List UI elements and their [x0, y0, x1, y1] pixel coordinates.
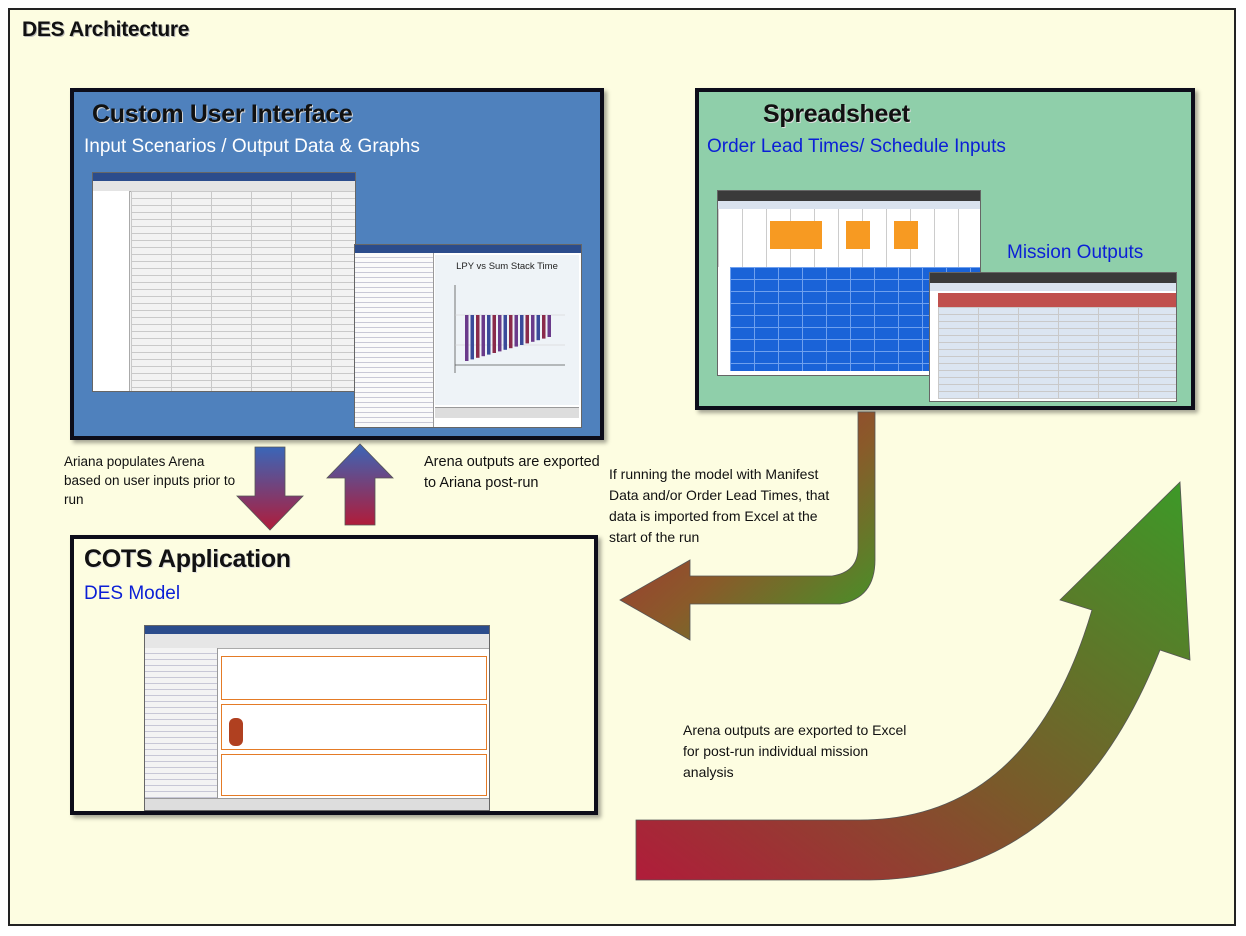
mini-chart-bar: [470, 315, 474, 360]
custom-ui-panel: Custom User Interface Input Scenarios / …: [70, 88, 604, 440]
mini-chart-bar: [487, 315, 491, 355]
mission-outputs-label: Mission Outputs: [1007, 242, 1144, 263]
note-arena-outputs-to-ariana: Arena outputs are exported to Ariana pos…: [424, 454, 600, 491]
ui-mini-bar-chart: [454, 285, 565, 373]
mini-chart-bar: [481, 315, 485, 357]
mini-chart-bar: [525, 315, 529, 344]
mini-chart-bar: [542, 315, 546, 339]
mini-chart-bar: [536, 315, 540, 341]
cots-title: COTS Application: [84, 545, 291, 573]
arrow-arena-to-ariana: [326, 443, 394, 526]
mini-chart-bar: [520, 315, 524, 345]
note-ariana-populates-arena: Ariana populates Arena based on user inp…: [64, 454, 236, 507]
mini-chart-bar: [498, 315, 502, 352]
mini-chart-bar: [492, 315, 496, 353]
mini-chart-bar: [503, 315, 507, 350]
custom-ui-subtitle: Input Scenarios / Output Data & Graphs: [84, 136, 420, 157]
arena-model-screenshot: [144, 625, 490, 811]
mini-chart-bar: [547, 315, 551, 337]
spreadsheet-title: Spreadsheet: [763, 100, 910, 128]
ui-chart-title: LPY vs Sum Stack Time: [456, 261, 558, 272]
arrow-arena-to-excel: [635, 481, 1191, 881]
cots-subtitle: DES Model: [84, 583, 181, 604]
mini-chart-bar: [531, 315, 535, 342]
cots-application-panel: COTS Application DES Model: [70, 535, 598, 815]
custom-ui-title: Custom User Interface: [92, 100, 353, 128]
arrow-excel-to-arena: [619, 411, 876, 641]
mission-outputs-spreadsheet-screenshot: [929, 272, 1177, 402]
ui-form-screenshot: [92, 172, 356, 392]
arrow-ariana-to-arena: [236, 446, 304, 531]
mini-chart-bar: [514, 315, 518, 347]
ui-chart-window-screenshot: LPY vs Sum Stack Time: [354, 244, 582, 428]
mini-chart-bar: [509, 315, 513, 349]
mini-chart-bar: [476, 315, 480, 358]
note-manifest-import: If running the model with Manifest Data …: [609, 466, 830, 545]
spreadsheet-subtitle: Order Lead Times/ Schedule Inputs: [707, 136, 1006, 157]
note-arena-outputs-to-excel: Arena outputs are exported to Excel for …: [683, 722, 907, 780]
mini-chart-bar: [465, 315, 469, 361]
diagram-title: DES Architecture: [22, 18, 190, 41]
spreadsheet-panel: Spreadsheet Order Lead Times/ Schedule I…: [695, 88, 1195, 410]
